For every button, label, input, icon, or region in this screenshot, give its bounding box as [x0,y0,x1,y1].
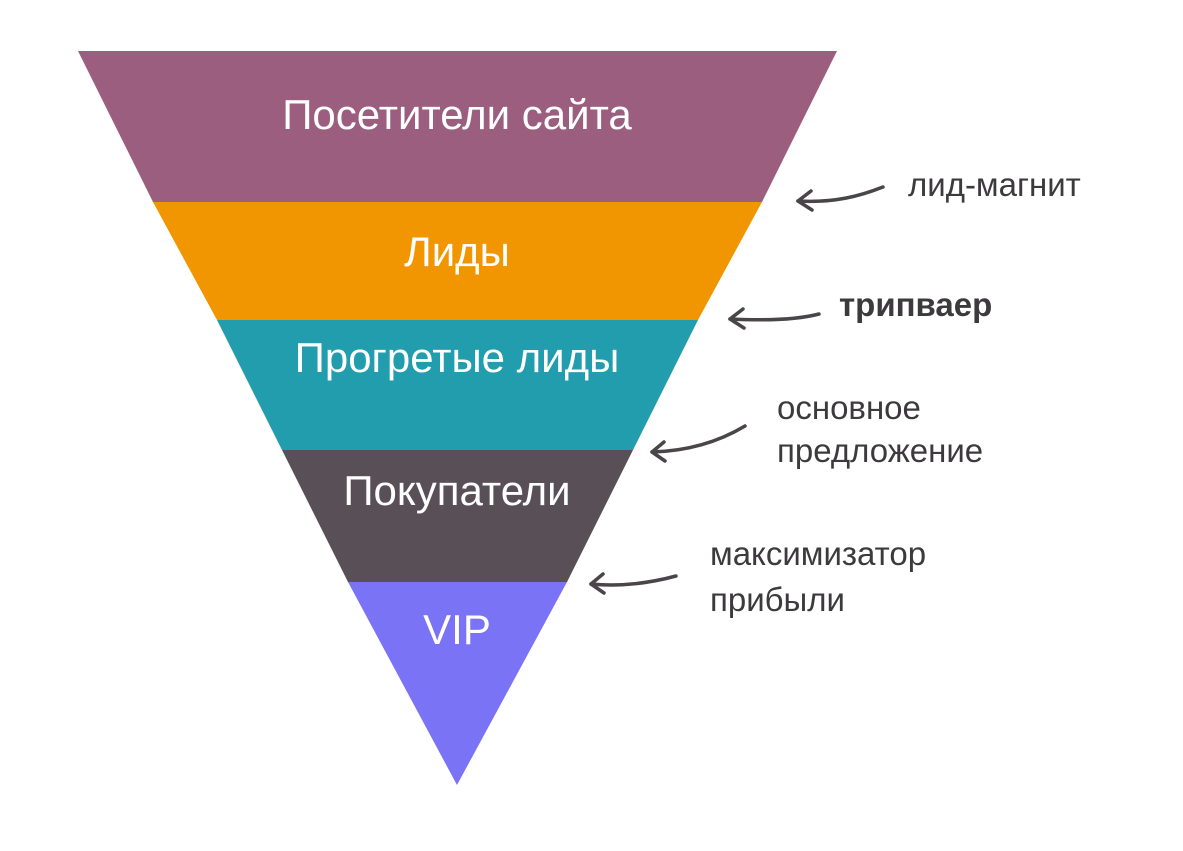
annotation-core-offer-line-1: основное [777,389,921,426]
stage-warm-leads-label: Прогретые лиды [295,334,620,381]
stage-leads-label: Лиды [404,228,510,275]
stage-site-visitors-label: Посетители сайта [282,91,632,138]
stage-vip-label: VIP [423,606,491,653]
stage-leads [153,202,762,320]
stage-buyers [282,450,633,582]
annotation-lead-magnet: лид-магнит [908,166,1081,203]
stage-site-visitors [78,51,837,202]
annotation-profit-maximizer-line-2: прибыли [710,581,845,618]
annotation-core-offer-line-2: предложение [777,432,983,469]
stage-buyers-label: Покупатели [343,467,570,514]
arrow-tripwire [728,307,821,330]
arrow-lead-magnet [796,185,885,212]
annotation-tripwire: трипваер [839,286,992,323]
stage-vip [348,582,567,785]
arrow-profit-maximizer [589,572,678,595]
stage-warm-leads [217,320,698,450]
annotation-profit-maximizer-line-1: максимизатор [710,535,926,572]
arrow-core-offer [650,424,747,463]
